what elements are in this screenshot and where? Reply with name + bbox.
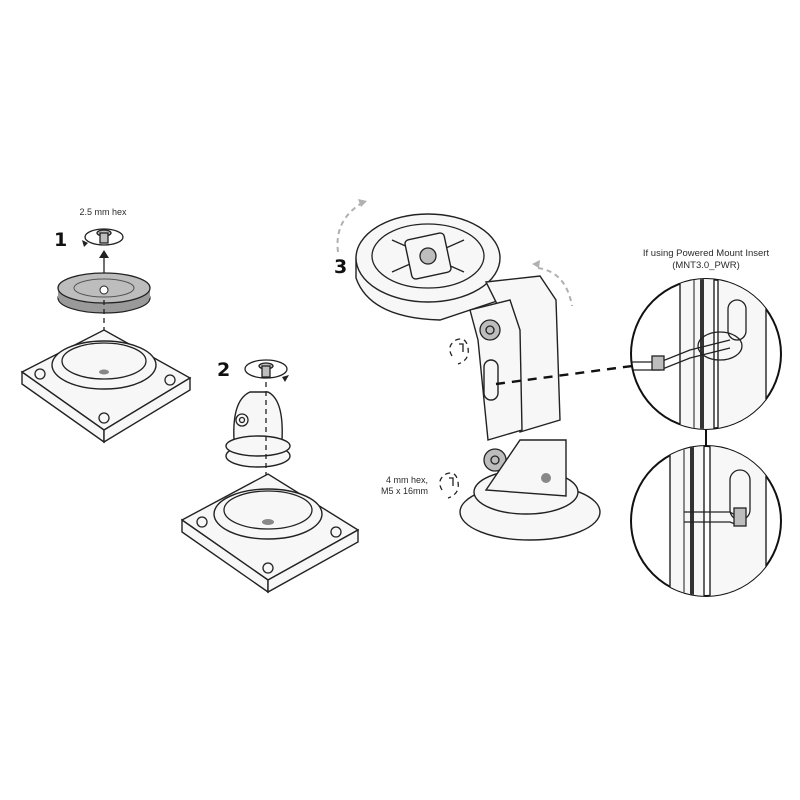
step1-number: 1 <box>54 229 67 251</box>
lower-hex-key-icon <box>439 472 459 499</box>
step3-base <box>459 439 601 541</box>
detail-circle-bottom <box>630 445 782 597</box>
step2-base-plate <box>180 473 360 594</box>
step1-tool-label: 2.5 mm hex <box>79 207 127 217</box>
detail-circle-top <box>630 278 782 430</box>
step1-insert-disc <box>57 272 151 314</box>
upper-hex-key-icon <box>449 338 469 365</box>
cable-tie-head-bottom <box>733 507 747 527</box>
top-rotate-motion-arrow <box>336 202 363 253</box>
step1-arrow-head <box>99 250 109 258</box>
step1-rotate-arrow <box>82 228 124 247</box>
step1-screw <box>96 229 112 244</box>
step3-tool-label-line2: M5 x 16mm <box>381 486 428 496</box>
step3-group: 3 <box>334 199 633 541</box>
step2-rotate-arrow <box>244 359 289 382</box>
arm-tilt-motion-arrow <box>537 267 573 307</box>
step1-base-plate <box>20 329 192 444</box>
step2-screw <box>258 362 274 378</box>
step2-group: 2 <box>180 359 360 594</box>
cable-tie-head-top <box>651 355 665 371</box>
step3-tool-label-line1: 4 mm hex, <box>386 475 428 485</box>
detail-title-line1: If using Powered Mount Insert <box>643 248 770 259</box>
step3-number: 3 <box>334 256 347 278</box>
detail-title-line2: (MNT3.0_PWR) <box>672 260 740 271</box>
step2-number: 2 <box>217 359 230 381</box>
computer-mount-head <box>355 213 501 321</box>
upper-bolt <box>479 319 501 341</box>
step2-gopro-adapter <box>225 391 291 468</box>
powered-insert-detail: If using Powered Mount Insert (MNT3.0_PW… <box>630 248 782 597</box>
detail-callout-line <box>495 364 633 386</box>
step1-group: 1 2.5 mm hex <box>20 207 192 444</box>
